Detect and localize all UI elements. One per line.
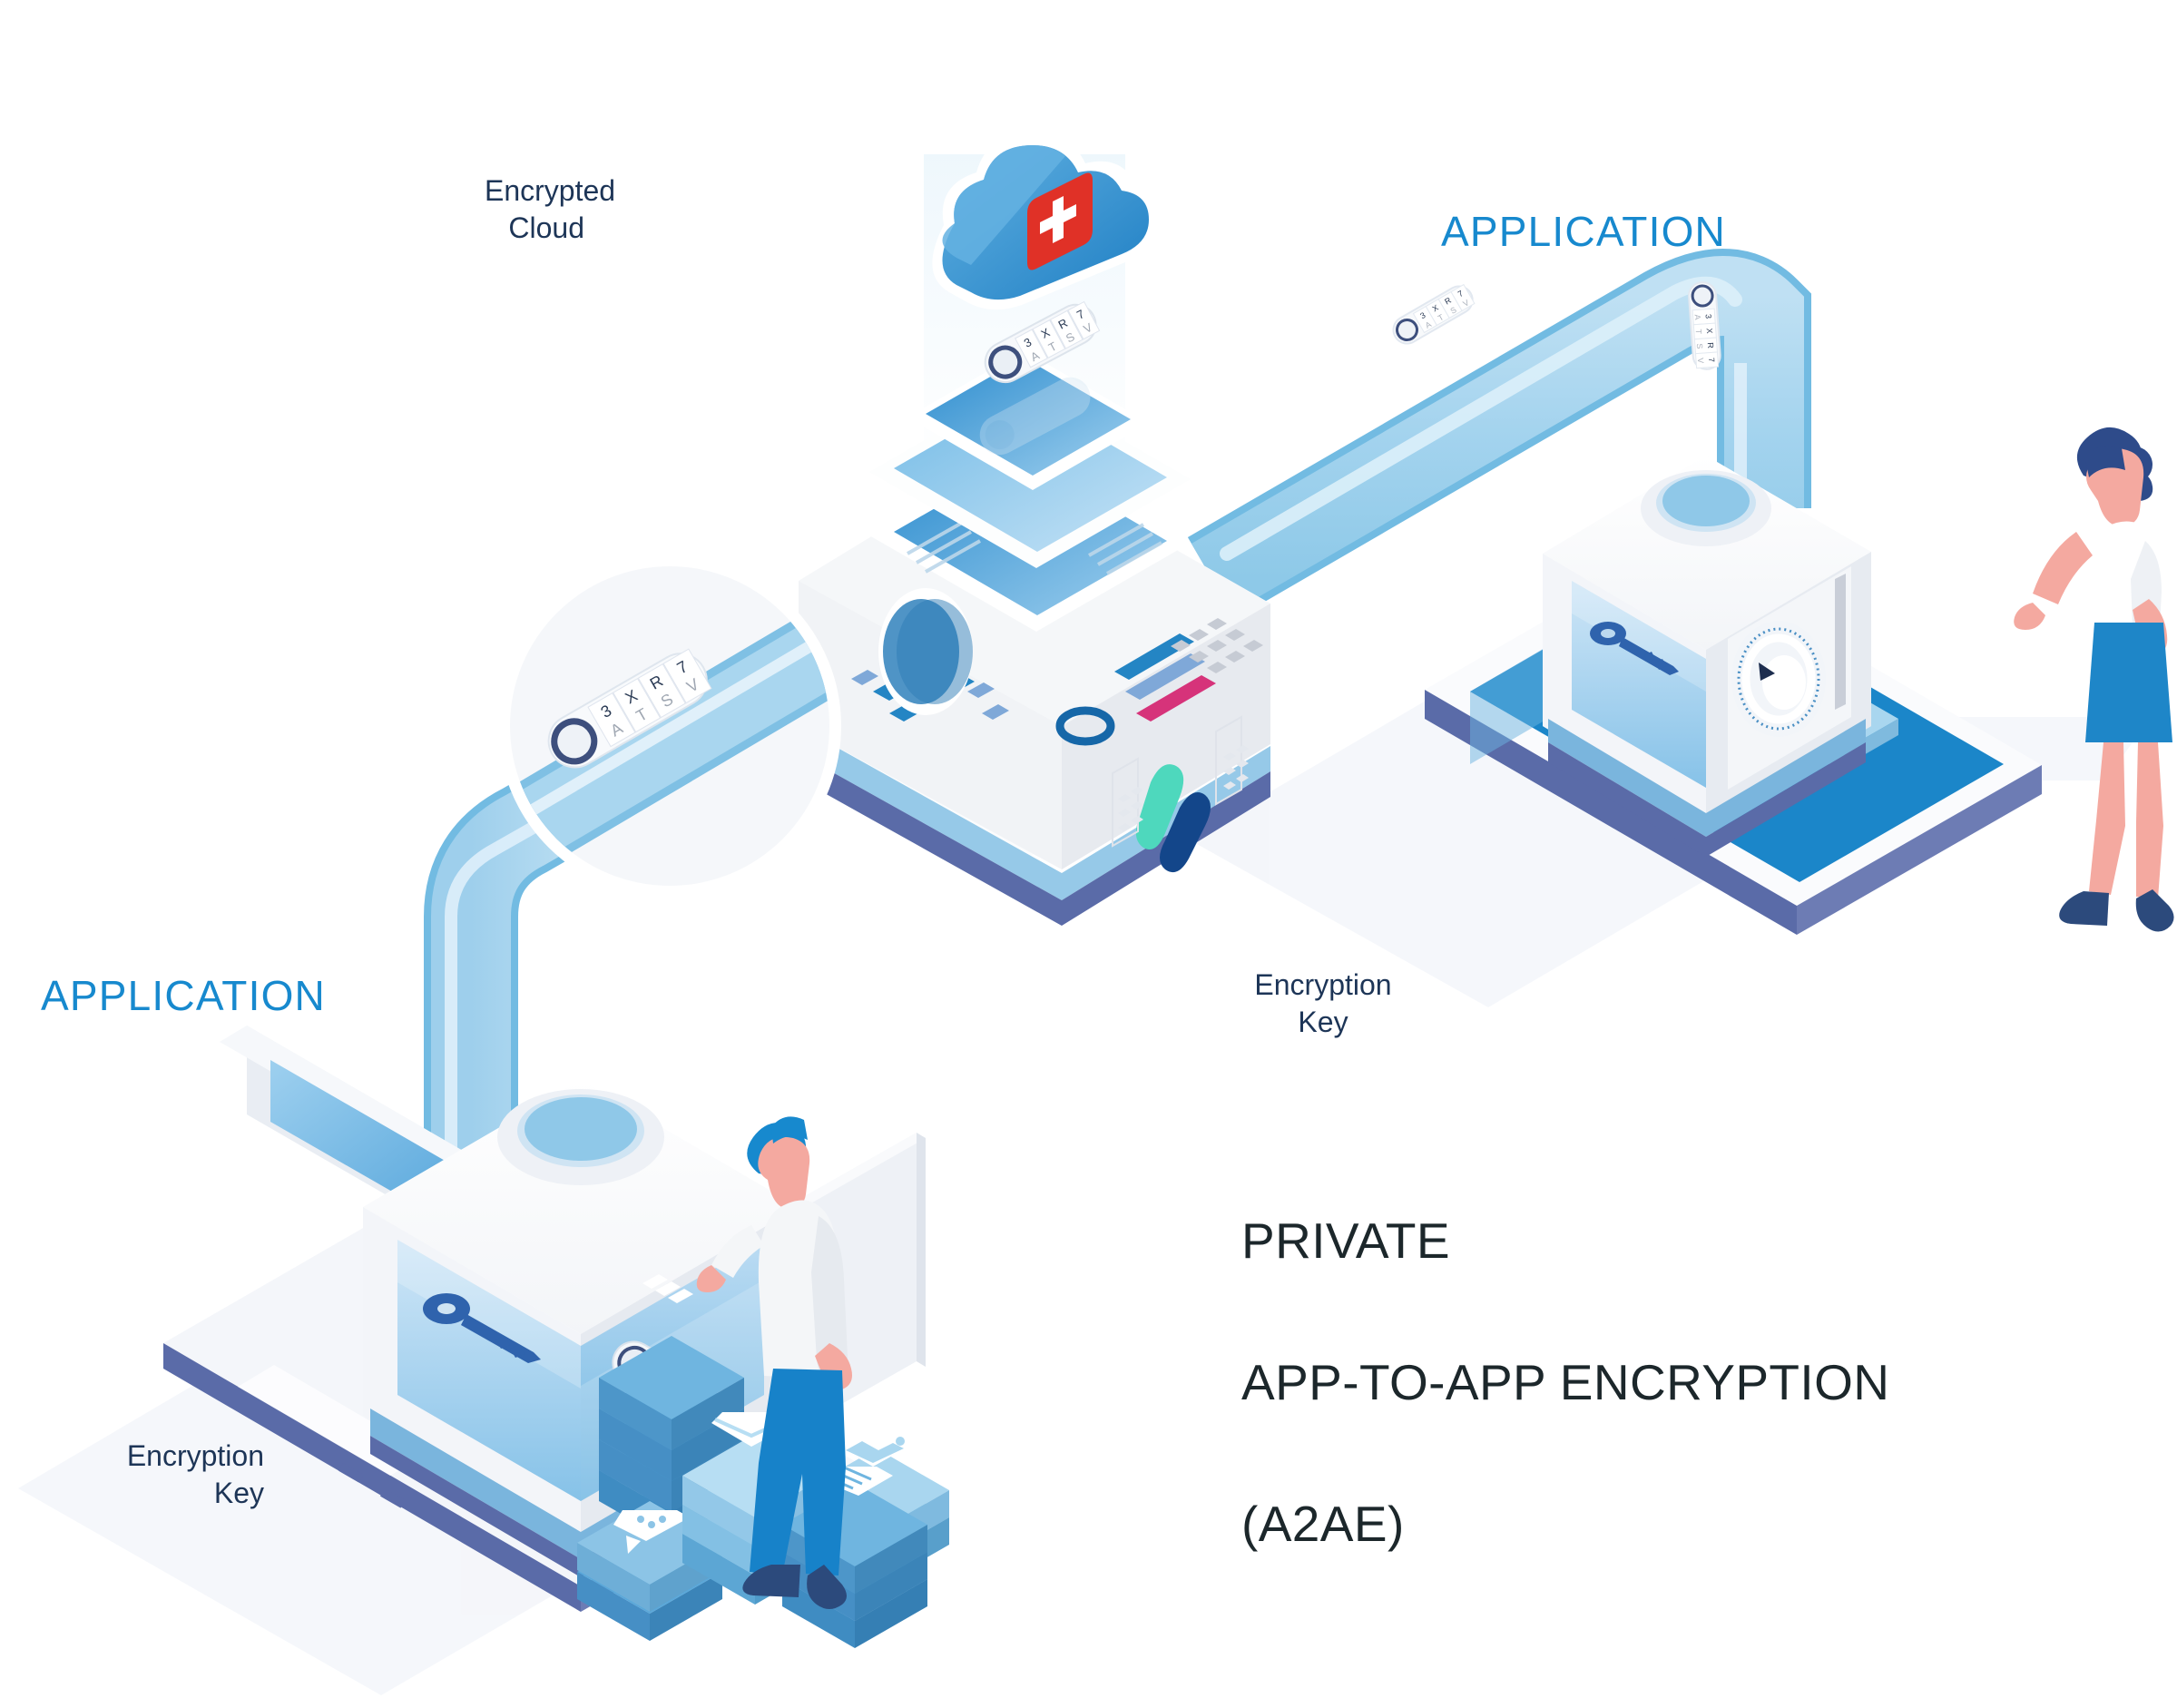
encrypted-tunnel-left [424,539,981,1198]
main-title: PRIVATE APP-TO-APP ENCRYPTION (A2AE) [1241,1134,1889,1631]
svg-text:V: V [1461,298,1470,309]
man-figure [696,1116,852,1609]
svg-text:X: X [1431,303,1440,314]
svg-text:A: A [1693,314,1702,320]
encrypted-cloud-label: Encrypted Cloud [485,174,616,244]
encryption-key-label-right: Encryption Key [1254,968,1392,1038]
hub-logo-icon [1135,764,1211,873]
application-label-bottom: APPLICATION [41,972,326,1019]
svg-text:R: R [1443,295,1453,306]
right-application-device [1425,456,2042,935]
svg-text:7: 7 [1707,358,1716,363]
magnifier-circle: 3X R7 AT SV [498,555,841,898]
key-icon [423,1293,541,1363]
encrypted-cloud-icon [932,133,1167,310]
svg-text:3: 3 [1704,314,1713,319]
hub-document-trays [869,350,1191,632]
tunnel-lock-2: 3X R 7 A T S V [1688,281,1721,370]
svg-text:V: V [1696,358,1705,364]
hub-vent-panels [1112,715,1242,848]
right-safe [1543,456,1871,857]
svg-text:7: 7 [1456,289,1465,299]
photo-icon [835,1434,918,1467]
svg-text:S: S [1695,343,1704,349]
swiss-cross-badge [1027,172,1093,270]
svg-text:3: 3 [1418,310,1427,320]
title-line-3: (A2AE) [1241,1496,1405,1553]
application-label-top: APPLICATION [1441,208,1726,255]
hub-dot-grid [1171,618,1263,673]
hub-capsule-reflection [979,377,1091,456]
svg-text:R: R [1706,342,1715,349]
key-icon [1590,622,1679,675]
woman-figure [2014,427,2174,932]
svg-text:T: T [1437,312,1446,323]
chart-bars-icon [642,1274,693,1303]
chat-bubble-icon [613,1510,690,1554]
svg-text:A: A [1424,319,1433,330]
svg-text:T: T [1694,329,1703,335]
title-line-1: PRIVATE [1241,1212,1450,1270]
combination-dial-icon [1731,621,1826,737]
title-line-2: APP-TO-APP ENCRYPTION [1241,1354,1890,1411]
svg-text:X: X [1705,328,1714,334]
svg-text:S: S [1449,305,1458,316]
encryption-key-label-left: Encryption Key [126,1439,264,1509]
